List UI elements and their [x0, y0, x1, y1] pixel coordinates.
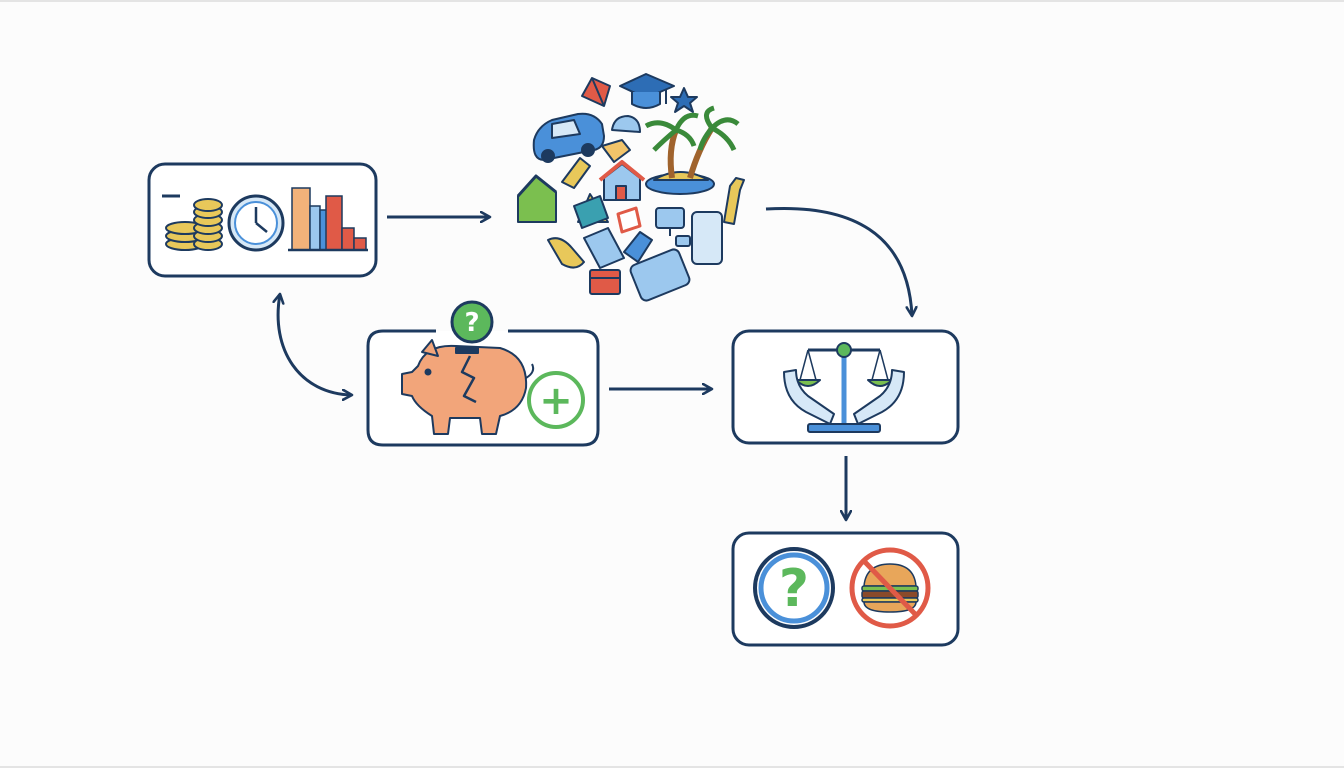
plus-glyph: +: [539, 378, 573, 424]
plus-circle-icon: +: [527, 371, 585, 429]
palm-island-icon: [644, 105, 740, 195]
question-circle-glyph: ?: [779, 559, 809, 619]
tablet-icon: [583, 227, 625, 269]
house-icon: [598, 160, 646, 201]
smartphone-icon: [691, 211, 723, 265]
star-icon: [670, 87, 698, 113]
arrow-wants-to-choice: [765, 206, 912, 316]
bottle-icon: [623, 231, 653, 263]
question-badge-icon: ?: [450, 300, 494, 344]
bottom-border: [0, 766, 1344, 768]
helmet-icon: [611, 115, 641, 133]
no-burger-icon: [849, 547, 931, 629]
coins-icon: [165, 198, 223, 251]
monitor-icon: [655, 207, 685, 236]
question-badge-glyph: ?: [464, 308, 479, 338]
arrow-resources-savings-loop: [278, 294, 352, 395]
wants-cluster: [516, 73, 745, 302]
frame-icon: [616, 206, 642, 234]
bar-chart-icon: [288, 187, 368, 252]
clock-icon: [227, 194, 285, 252]
bird-icon: [547, 237, 585, 269]
book-icon: [573, 195, 609, 229]
gift-icon: [589, 269, 621, 295]
top-border: [0, 0, 1344, 2]
car-icon: [532, 112, 605, 163]
telescope-icon: [561, 157, 591, 189]
hands-scale-icon: [783, 342, 905, 433]
birdhouse-icon: [516, 174, 557, 223]
flag-icon: [601, 139, 631, 163]
kite-icon: [581, 77, 611, 107]
tablet-large-icon: [629, 248, 691, 302]
graduation-cap-icon: [619, 73, 675, 109]
piggy-bank-broken-icon: [401, 339, 535, 435]
question-circle-icon: ?: [753, 547, 835, 629]
badge-icon: [675, 235, 691, 247]
giraffe-icon: [723, 177, 745, 225]
